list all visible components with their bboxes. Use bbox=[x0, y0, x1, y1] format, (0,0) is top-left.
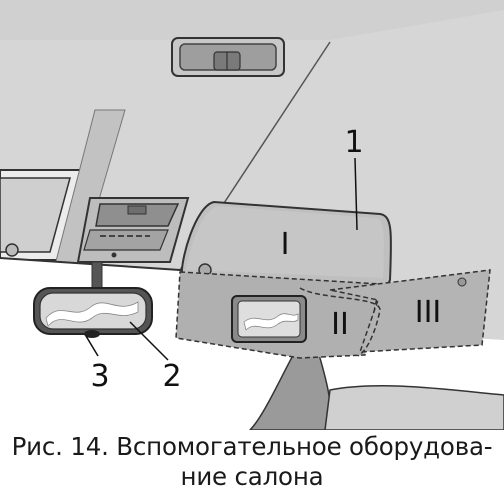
zone-iii-area bbox=[329, 269, 491, 353]
figure-caption: Рис. 14. Вспомогательное оборудова- ние … bbox=[0, 432, 504, 504]
caption-line-1: Рис. 14. Вспомогательное оборудова- bbox=[11, 432, 493, 461]
callout-1-leader bbox=[354, 157, 358, 231]
zone-i-label: I bbox=[281, 227, 290, 262]
callout-2-leader bbox=[129, 321, 169, 361]
cabin-ceiling-illustration: 1 2 3 I II III bbox=[0, 0, 504, 431]
ceiling-top-shade bbox=[0, 0, 504, 40]
sun-visor bbox=[180, 200, 392, 290]
windshield-area bbox=[0, 169, 81, 261]
illustration-svg: 1 2 3 I II III bbox=[0, 0, 504, 431]
caption-line-2: ние салона bbox=[180, 462, 324, 491]
overhead-console bbox=[76, 197, 190, 263]
callout-1-label: 1 bbox=[344, 125, 363, 160]
callout-3-leader bbox=[85, 335, 99, 357]
zone-iii-label: III bbox=[415, 295, 442, 330]
visor-clip bbox=[457, 277, 467, 287]
zone-boundary-line bbox=[299, 287, 381, 357]
callout-3-label: 3 bbox=[90, 359, 109, 394]
vanity-mirror bbox=[231, 295, 307, 343]
dome-light bbox=[171, 37, 285, 77]
rearview-mirror bbox=[33, 287, 153, 338]
callout-2-label: 2 bbox=[162, 359, 181, 394]
zone-ii-label: II bbox=[331, 307, 349, 342]
dashboard-top bbox=[324, 384, 504, 431]
